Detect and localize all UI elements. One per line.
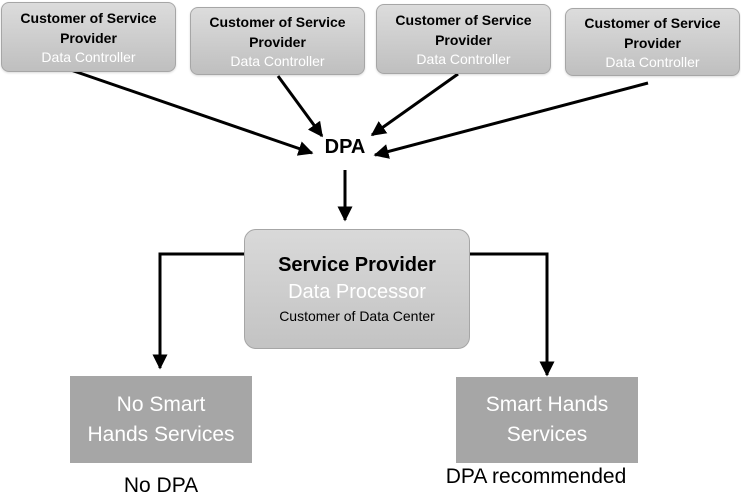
customer-role: Data Controller	[416, 50, 511, 67]
smart-hands-box: Smart Hands Services	[456, 377, 638, 463]
no-dpa-caption: No DPA	[123, 474, 199, 497]
service-provider-subtitle: Customer of Data Center	[279, 308, 435, 324]
dpa-recommended-caption: DPA recommended	[445, 465, 627, 488]
no-smart-hands-box: No Smart Hands Services	[70, 376, 252, 463]
arrow-customer-4-to-dpa	[373, 81, 649, 159]
no-smart-hands-label: No Smart Hands Services	[87, 392, 235, 446]
arrow-sp-to-no-smart-hands	[152, 252, 245, 370]
service-provider-title: Service Provider	[278, 254, 436, 276]
customer-title: Customer of Service Provider	[395, 11, 532, 48]
customer-box-1: Customer of Service Provider Data Contro…	[1, 2, 176, 72]
customer-box-4: Customer of Service Provider Data Contro…	[565, 8, 740, 76]
customer-role: Data Controller	[41, 48, 136, 65]
arrow-customer-1-to-dpa	[64, 66, 314, 156]
customer-title: Customer of Service Provider	[209, 13, 346, 50]
service-provider-box: Service Provider Data Processor Customer…	[244, 229, 470, 349]
arrow-sp-to-smart-hands	[470, 252, 555, 377]
arrow-customer-3-to-dpa	[370, 72, 459, 137]
smart-hands-label: Smart Hands Services	[485, 393, 609, 446]
customer-box-2: Customer of Service Provider Data Contro…	[190, 7, 365, 75]
dpa-label: DPA	[324, 136, 366, 158]
service-provider-role: Data Processor	[288, 281, 426, 303]
customer-role: Data Controller	[605, 53, 700, 70]
arrow-customer-2-to-dpa	[276, 75, 324, 138]
customer-box-3: Customer of Service Provider Data Contro…	[376, 4, 551, 74]
customer-title: Customer of Service Provider	[584, 14, 721, 51]
customer-title: Customer of Service Provider	[20, 9, 157, 46]
connector-arrows	[64, 66, 649, 377]
customer-role: Data Controller	[230, 52, 325, 69]
